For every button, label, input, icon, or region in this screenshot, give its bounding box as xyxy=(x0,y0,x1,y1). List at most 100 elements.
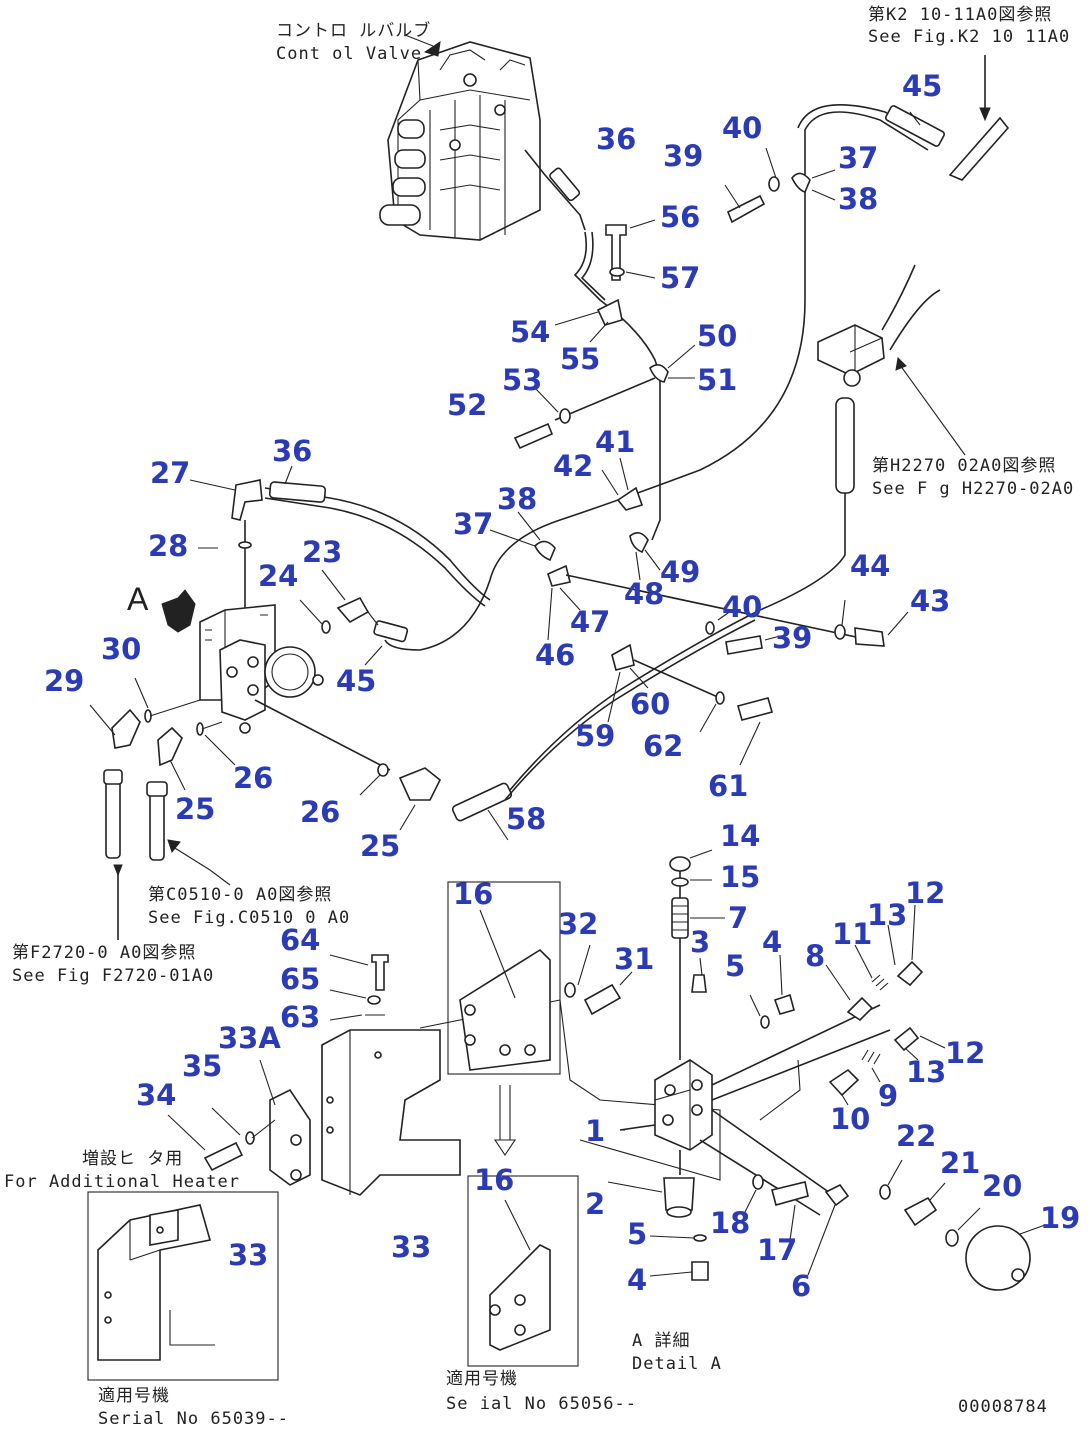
callout-13: 13 xyxy=(906,1055,947,1089)
hose-36-upper xyxy=(524,149,586,231)
note-n-control-jp: コントロ ルバルブ xyxy=(276,21,432,41)
callout-59: 59 xyxy=(575,719,616,753)
callout-4: 4 xyxy=(762,925,783,959)
callout-33A: 33A xyxy=(218,1021,281,1055)
callout-57: 57 xyxy=(660,261,701,295)
callout-35: 35 xyxy=(182,1049,223,1083)
callout-25: 25 xyxy=(175,792,216,826)
callout-37: 37 xyxy=(453,507,494,541)
callout-55: 55 xyxy=(560,342,601,376)
note-n-k210-jp: 第K2 10-11A0図参照 xyxy=(868,5,1053,25)
callout-13: 13 xyxy=(867,898,908,932)
callout-26: 26 xyxy=(233,761,274,795)
note-n-serial1-jp: 適用号機 xyxy=(98,1386,170,1406)
callout-61: 61 xyxy=(708,769,749,803)
callout-22: 22 xyxy=(896,1119,937,1153)
callout-28: 28 xyxy=(148,529,189,563)
callout-11: 11 xyxy=(832,917,873,951)
note-n-serial1-en: Serial No 65039-- xyxy=(98,1409,289,1429)
callout-36: 36 xyxy=(272,434,313,468)
callout-29: 29 xyxy=(44,664,85,698)
note-n-h2270-en: See F g H2270-02A0 xyxy=(872,479,1075,499)
callout-27: 27 xyxy=(150,456,191,490)
note-n-detail-jp: A 詳細 xyxy=(632,1331,691,1351)
callout-56: 56 xyxy=(660,200,701,234)
callout-16: 16 xyxy=(453,877,494,911)
note-n-drawing-no: 00008784 xyxy=(958,1397,1048,1417)
callout-45: 45 xyxy=(336,664,377,698)
callout-8: 8 xyxy=(805,939,826,973)
callout-60: 60 xyxy=(630,687,671,721)
callout-45: 45 xyxy=(902,69,943,103)
callout-50: 50 xyxy=(697,319,738,353)
callout-37: 37 xyxy=(838,141,879,175)
callout-20: 20 xyxy=(982,1169,1023,1203)
callout-31: 31 xyxy=(614,942,655,976)
callout-2: 2 xyxy=(585,1187,606,1221)
callout-1: 1 xyxy=(585,1114,606,1148)
callout-33: 33 xyxy=(391,1230,432,1264)
callout-10: 10 xyxy=(830,1102,871,1136)
callout-18: 18 xyxy=(710,1206,751,1240)
callout-38: 38 xyxy=(838,182,879,216)
callout-44: 44 xyxy=(850,549,891,583)
callout-58: 58 xyxy=(506,802,547,836)
callout-19: 19 xyxy=(1040,1201,1081,1235)
callout-42: 42 xyxy=(553,449,594,483)
note-n-serial2-en: Se ial No 65056-- xyxy=(446,1394,637,1414)
callout-3: 3 xyxy=(690,925,711,959)
callout-30: 30 xyxy=(101,632,142,666)
callout-5: 5 xyxy=(725,949,746,983)
callout-51: 51 xyxy=(697,363,738,397)
callout-33: 33 xyxy=(228,1238,269,1272)
callout-52: 52 xyxy=(447,388,488,422)
callout-49: 49 xyxy=(660,555,701,589)
note-n-detail-en: Detail A xyxy=(632,1354,722,1374)
view-letter-a: A xyxy=(127,581,149,617)
callout-32: 32 xyxy=(558,907,599,941)
callout-47: 47 xyxy=(570,605,611,639)
callout-9: 9 xyxy=(878,1079,899,1113)
callout-36: 36 xyxy=(596,122,637,156)
callout-39: 39 xyxy=(663,139,704,173)
valve-block-illustration xyxy=(199,604,324,734)
callout-16: 16 xyxy=(474,1163,515,1197)
callout-53: 53 xyxy=(502,363,543,397)
note-n-c0510-jp: 第C0510-0 A0図参照 xyxy=(148,885,333,905)
control-valve-illustration xyxy=(379,34,541,241)
note-n-heater-en: For Additional Heater xyxy=(4,1172,240,1192)
callout-40: 40 xyxy=(722,590,763,624)
callout-6: 6 xyxy=(791,1269,812,1303)
callout-12: 12 xyxy=(905,876,946,910)
note-n-f2720-en: See Fig F2720-01A0 xyxy=(12,966,215,986)
note-n-heater-jp: 増設ヒ タ用 xyxy=(82,1149,184,1169)
callout-63: 63 xyxy=(280,1000,321,1034)
callout-54: 54 xyxy=(510,315,551,349)
callout-64: 64 xyxy=(280,923,321,957)
note-n-f2720-jp: 第F2720-0 A0図参照 xyxy=(12,943,197,963)
callout-40: 40 xyxy=(722,111,763,145)
callout-7: 7 xyxy=(728,901,749,935)
callout-15: 15 xyxy=(720,860,761,894)
callout-21: 21 xyxy=(940,1146,981,1180)
note-n-h2270-jp: 第H2270 02A0図参照 xyxy=(872,456,1057,476)
callout-26: 26 xyxy=(300,795,341,829)
callout-4: 4 xyxy=(627,1263,648,1297)
callout-38: 38 xyxy=(497,482,538,516)
callout-39: 39 xyxy=(772,621,813,655)
note-n-c0510-en: See Fig.C0510 0 A0 xyxy=(148,908,351,928)
callout-41: 41 xyxy=(595,425,636,459)
callout-12: 12 xyxy=(945,1036,986,1070)
callout-65: 65 xyxy=(280,962,321,996)
callout-62: 62 xyxy=(643,729,684,763)
callout-34: 34 xyxy=(136,1078,177,1112)
callout-25: 25 xyxy=(360,829,401,863)
callout-23: 23 xyxy=(302,535,343,569)
callout-5: 5 xyxy=(627,1217,648,1251)
note-n-k210-en: See Fig.K2 10 11A0 xyxy=(868,27,1071,47)
note-n-serial2-jp: 適用号機 xyxy=(446,1369,518,1389)
callout-17: 17 xyxy=(757,1233,798,1267)
callout-14: 14 xyxy=(720,819,761,853)
